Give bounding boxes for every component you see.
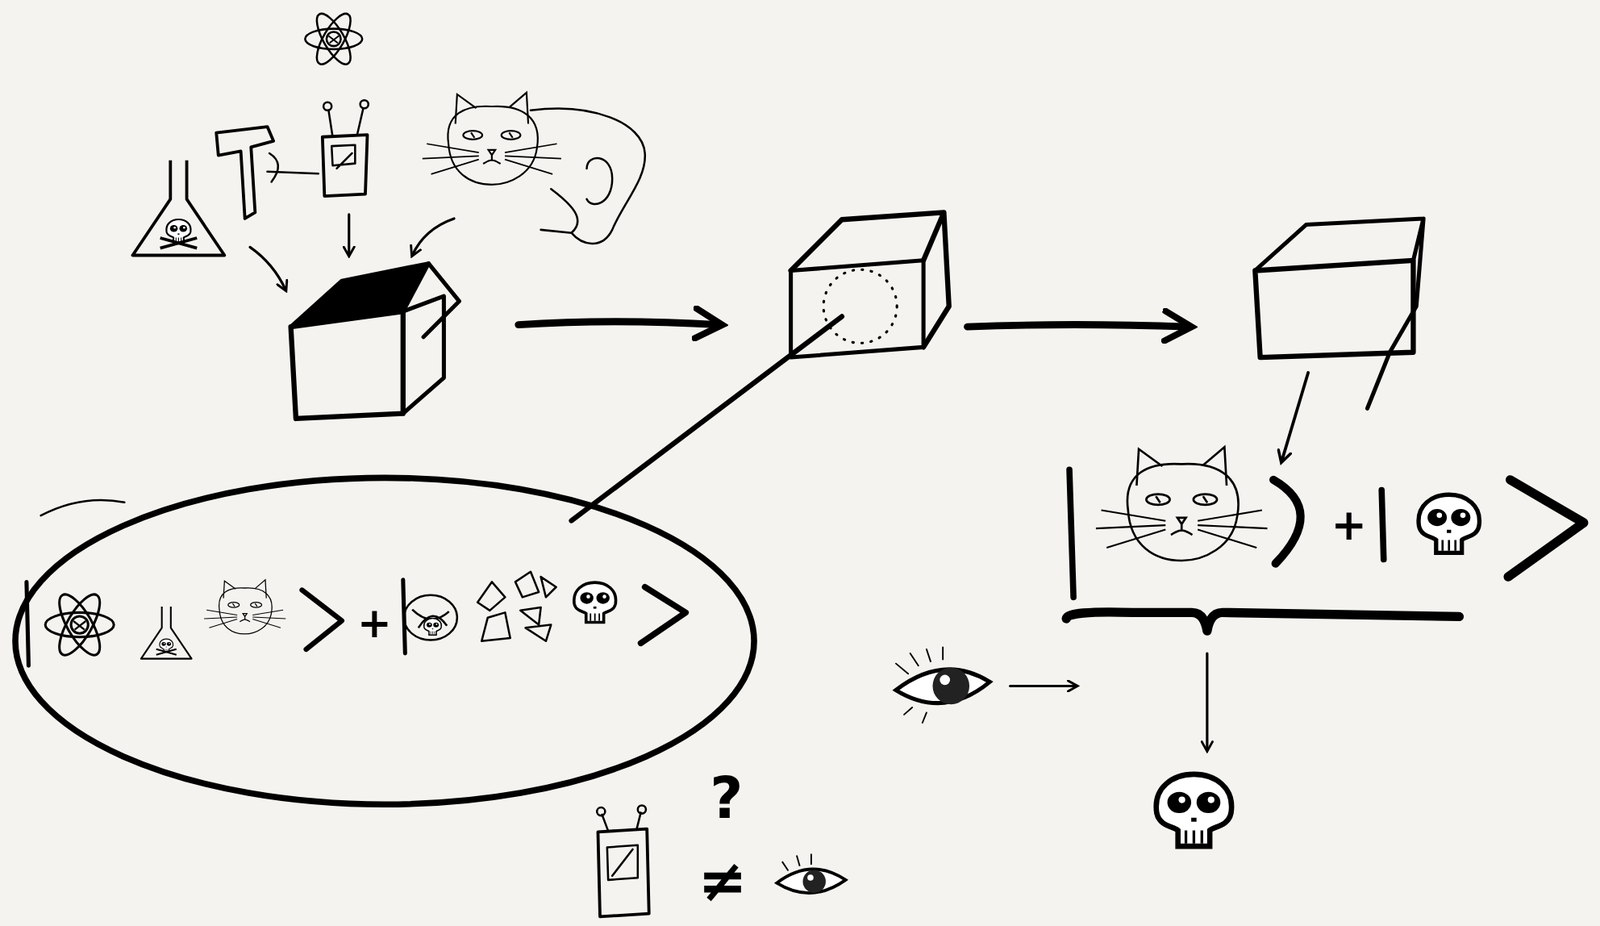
hammer <box>216 126 319 219</box>
plus-sign: + <box>357 601 392 643</box>
geiger-counter <box>596 805 650 917</box>
opened-box <box>1254 218 1424 409</box>
superposition-bubble <box>15 477 755 805</box>
reveal-arrow <box>1281 372 1309 462</box>
process-arrow <box>967 325 1190 328</box>
brace <box>1066 612 1459 631</box>
superposition-ket <box>1069 446 1584 597</box>
geiger-counter <box>322 100 369 196</box>
observe-arrow <box>1010 684 1077 688</box>
atom-icon <box>304 8 363 69</box>
collapse-arrow <box>1205 653 1209 750</box>
observer-eye <box>895 646 990 723</box>
eye-icon <box>776 854 846 893</box>
dead-skull <box>1156 774 1232 846</box>
poison-flask <box>132 160 225 256</box>
process-arrow <box>518 321 720 325</box>
open-box <box>291 263 460 419</box>
not-equal-sign: ≠ <box>697 850 747 909</box>
plus-sign: + <box>1331 503 1367 546</box>
cat <box>422 92 646 244</box>
question-mark: ? <box>709 769 743 827</box>
zoom-leader <box>571 316 842 521</box>
